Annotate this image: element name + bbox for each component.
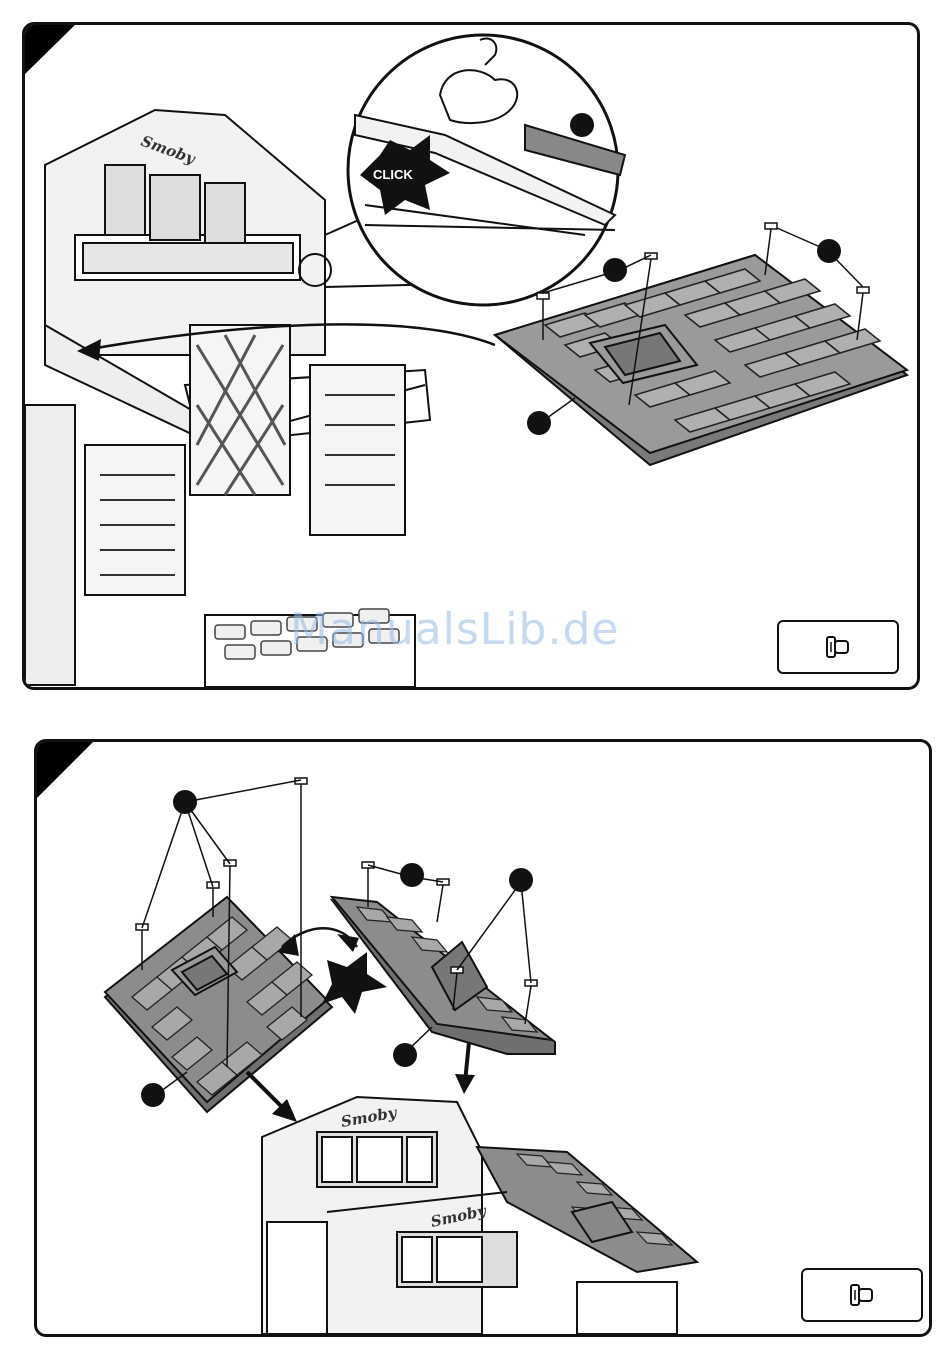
roof-panel	[495, 255, 907, 465]
callout-dot-rivets-left	[173, 790, 197, 814]
step-illustration-bottom: Smoby Smoby	[37, 742, 929, 1334]
step-illustration-top: Smoby CLICK	[25, 25, 917, 687]
part-reference-box	[777, 620, 899, 674]
callout-dot-roof-left	[141, 1083, 165, 1107]
assembly-step-panel-top: Smoby CLICK	[22, 22, 920, 690]
callout-dot-roof-right	[393, 1043, 417, 1067]
callout-dot-detail	[570, 113, 594, 137]
callout-dot-roof	[527, 411, 551, 435]
callout-dot-rivets-center	[400, 863, 424, 887]
assembly-step-panel-bottom: Smoby Smoby	[34, 739, 932, 1337]
click-label: CLICK	[373, 167, 413, 182]
callout-dot-rivets-right	[817, 239, 841, 263]
callout-dot-rivets-left	[603, 258, 627, 282]
push-rivet-icon	[825, 634, 851, 660]
callout-dot-rivets-right	[509, 868, 533, 892]
part-reference-box	[801, 1268, 923, 1322]
push-rivet-icon	[849, 1282, 875, 1308]
